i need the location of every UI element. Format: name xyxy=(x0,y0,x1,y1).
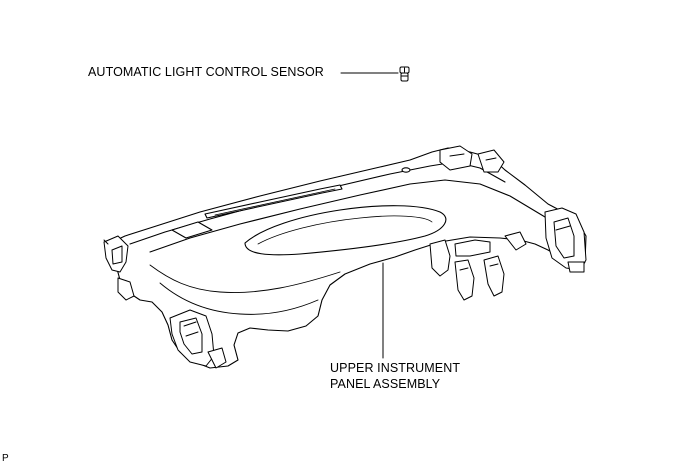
right-end-bracket xyxy=(544,207,587,273)
figure-code: P xyxy=(2,453,9,464)
top-right-brackets xyxy=(439,145,505,173)
left-end-bracket xyxy=(103,235,135,301)
sensor-label: AUTOMATIC LIGHT CONTROL SENSOR xyxy=(88,65,324,79)
center-lower-brackets xyxy=(429,231,527,301)
left-lower-bracket xyxy=(169,309,227,369)
panel-label-line-1: UPPER INSTRUMENT xyxy=(330,361,461,375)
panel-label-line-2: PANEL ASSEMBLY xyxy=(330,377,441,391)
light-sensor-part xyxy=(399,66,410,82)
